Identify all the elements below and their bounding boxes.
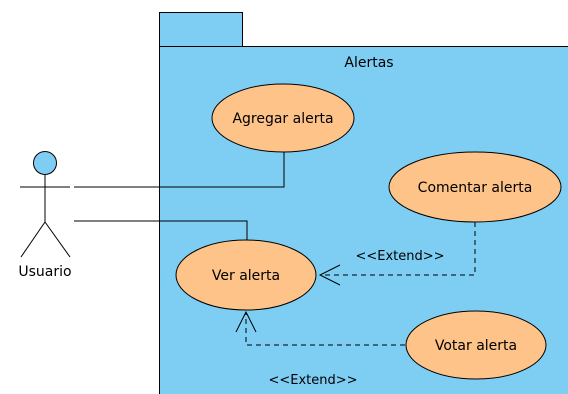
use-case-comentar-alerta: Comentar alerta xyxy=(388,151,562,223)
use-case-ellipse xyxy=(388,151,562,223)
actor-usuario: Usuario xyxy=(18,151,72,280)
use-case-agregar-alerta: Agregar alerta xyxy=(211,83,355,153)
package-name: Alertas xyxy=(344,55,393,71)
use-case-label: Votar alerta xyxy=(435,338,517,354)
actor-name: Usuario xyxy=(18,264,71,280)
use-case-label: Agregar alerta xyxy=(232,111,333,127)
extend-label-comentar: <<Extend>> xyxy=(355,249,444,264)
extend-votar-ver-arrowhead xyxy=(235,310,257,333)
actor-head xyxy=(33,151,57,175)
package-tab xyxy=(159,12,243,47)
extend-comentar-ver-arrowhead xyxy=(318,264,341,286)
actor-right-leg xyxy=(44,221,71,258)
extend-comentar-ver xyxy=(320,222,476,276)
use-case-ellipse xyxy=(211,83,355,153)
use-case-label: Ver alerta xyxy=(212,268,280,284)
use-case-ver-alerta: Ver alerta xyxy=(175,239,317,311)
extend-label-votar: <<Extend>> xyxy=(268,373,357,388)
actor-left-leg xyxy=(20,221,46,258)
use-case-label: Comentar alerta xyxy=(418,180,533,196)
extend-relations xyxy=(235,222,476,346)
associations xyxy=(74,152,285,241)
use-case-ellipse xyxy=(405,310,547,380)
extend-votar-ver xyxy=(245,312,405,346)
association-usuario-ver xyxy=(74,220,248,241)
use-case-votar-alerta: Votar alerta xyxy=(405,310,547,380)
association-usuario-agregar xyxy=(74,152,285,188)
use-case-ellipse xyxy=(175,239,317,311)
